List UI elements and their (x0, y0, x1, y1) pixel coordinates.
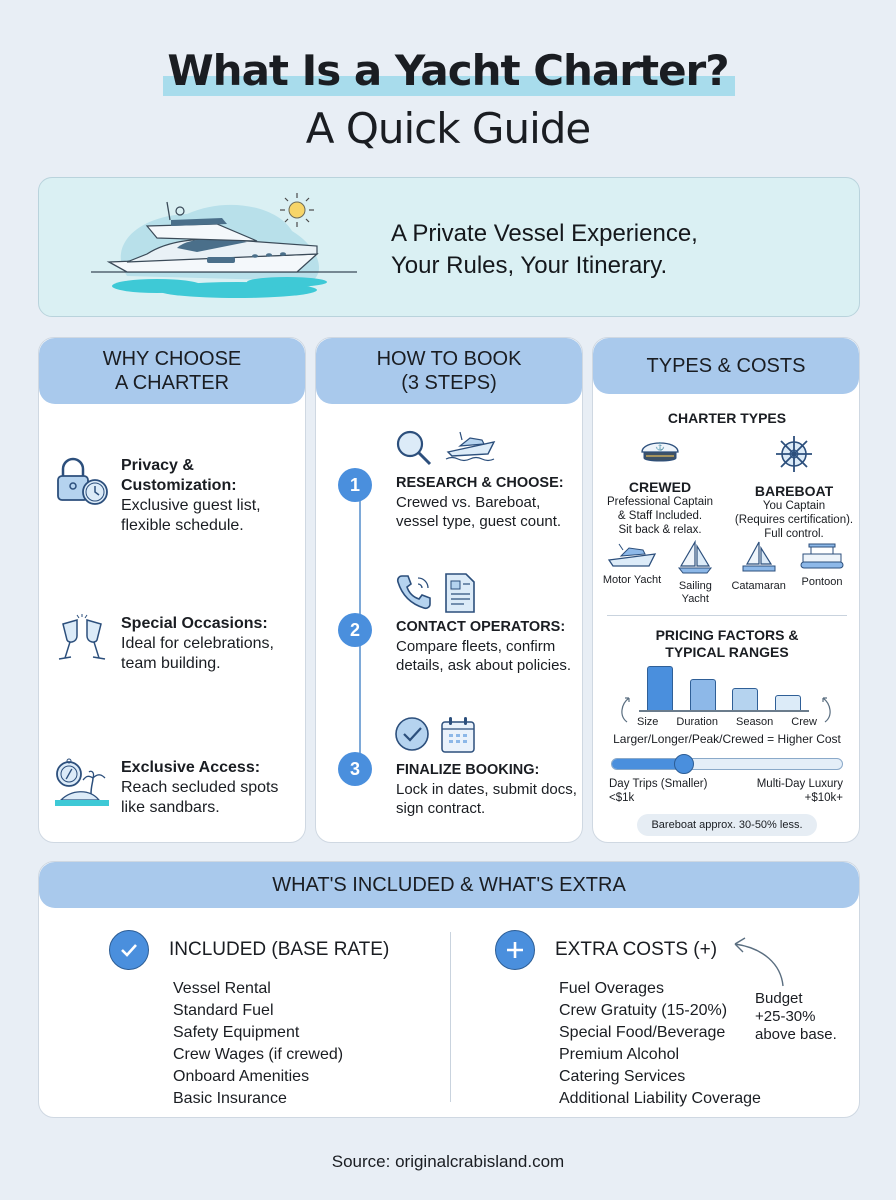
phone-icon (396, 575, 431, 610)
types-costs-header: TYPES & COSTS (593, 338, 859, 394)
why-item-privacy: Privacy & Customization: Exclusive guest… (55, 456, 301, 536)
lock-clock-icon (57, 457, 108, 505)
boat-icon (445, 431, 496, 462)
vessel-sailing-yacht: Sailing Yacht (664, 539, 726, 606)
included-list: Vessel Rental Standard Fuel Safety Equip… (173, 980, 344, 1107)
access-desc: Reach secluded spots like sandbars. (121, 779, 279, 816)
vessel-catamaran: Catamaran (728, 540, 790, 606)
yacht-icon (91, 201, 357, 298)
pricing-heading: PRICING FACTORS & TYPICAL RANGES (655, 627, 799, 660)
svg-text:⚓: ⚓ (655, 441, 665, 451)
title-line2: A Quick Guide (305, 104, 592, 153)
type-bareboat: BAREBOAT You Captain (Requires certifica… (727, 434, 859, 541)
curved-arrow-right-icon (822, 697, 831, 723)
included-column: INCLUDED (BASE RATE) Vessel Rental Stand… (109, 930, 389, 1110)
sailboat-icon (678, 539, 713, 574)
vessel-types: Motor Yacht Sailing Yacht Catamaran Pont… (601, 539, 853, 606)
hero-banner: A Private Vessel Experience, Your Rules,… (38, 177, 860, 317)
check-icon (395, 717, 429, 751)
vessel-motor-yacht: Motor Yacht (601, 540, 663, 606)
pricing-bar-chart (639, 666, 809, 712)
column-divider (450, 932, 451, 1102)
how-to-book-header: HOW TO BOOK(3 STEPS) (316, 338, 582, 404)
ship-wheel-icon (776, 436, 812, 472)
curved-arrow-left-icon (621, 697, 630, 723)
plus-icon (495, 930, 535, 970)
bareboat-note: Bareboat approx. 30-50% less. (637, 814, 817, 836)
types-costs-panel: TYPES & COSTS CHARTER TYPES ⚓ CREWED Pre… (592, 337, 860, 843)
budget-note: Budget +25-30% above base. (755, 990, 837, 1043)
compass-island-icon (55, 758, 109, 806)
pontoon-icon (800, 543, 844, 569)
extra-title: EXTRA COSTS (+) (555, 939, 718, 960)
catamaran-icon (742, 541, 776, 572)
title-line1: What Is a Yacht Charter? (163, 40, 735, 102)
captain-hat-icon: ⚓ (641, 441, 679, 462)
document-icon (445, 573, 475, 613)
included-extra-panel: WHAT'S INCLUDED & WHAT'S EXTRA INCLUDED … (38, 861, 860, 1118)
step-number-1: 1 (338, 468, 372, 502)
vessel-pontoon: Pontoon (791, 540, 853, 606)
checkmark-icon (109, 930, 149, 970)
step-number-3: 3 (338, 752, 372, 786)
pricing-note: Larger/Longer/Peak/Crewed = Higher Cost (613, 732, 841, 746)
charter-types: ⚓ CREWED Prefessional Captain & Staff In… (593, 434, 859, 541)
included-title: INCLUDED (BASE RATE) (169, 939, 390, 960)
charter-types-heading: CHARTER TYPES (667, 410, 787, 426)
how-to-book-panel: HOW TO BOOK(3 STEPS) 1 RESEARCH & CHOOSE… (315, 337, 583, 843)
curved-arrow-icon (734, 937, 784, 987)
extra-column: EXTRA COSTS (+) Fuel Overages Crew Gratu… (495, 930, 761, 1110)
range-high: Multi-Day Luxury +$10k+ (756, 778, 843, 804)
slider-knob (674, 754, 694, 774)
page-title: What Is a Yacht Charter? A Quick Guide (0, 40, 896, 156)
step-number-2: 2 (338, 613, 372, 647)
price-range-slider (611, 754, 843, 774)
tagline-line1: A Private Vessel Experience, (391, 220, 698, 247)
type-crewed: ⚓ CREWED Prefessional Captain & Staff In… (593, 434, 727, 541)
extra-list: Fuel Overages Crew Gratuity (15-20%) Spe… (559, 980, 761, 1107)
occasions-desc: Ideal for celebrations, team building. (121, 635, 274, 672)
search-icon (396, 430, 432, 466)
bar-season (732, 688, 759, 710)
calendar-icon (441, 717, 475, 753)
champagne-toast-icon (58, 614, 106, 660)
bar-labels: Size Duration Season Crew (637, 716, 817, 728)
tagline-line2: Your Rules, Your Itinerary. (391, 252, 668, 279)
sun-icon (280, 193, 314, 227)
motor-yacht-icon (607, 543, 657, 567)
bar-size (647, 666, 674, 710)
hero-tagline: A Private Vessel Experience, Your Rules,… (391, 218, 698, 282)
why-item-access: Exclusive Access: Reach secluded spots l… (55, 758, 301, 818)
bar-crew (774, 695, 801, 710)
section-divider (607, 615, 847, 616)
range-low: Day Trips (Smaller) <$1k (609, 778, 708, 804)
source-credit: Source: originalcrabisland.com (331, 1152, 565, 1171)
included-extra-header: WHAT'S INCLUDED & WHAT'S EXTRA (39, 862, 859, 908)
why-item-occasions: Special Occasions: Ideal for celebration… (55, 614, 301, 674)
bar-duration (689, 679, 716, 710)
privacy-desc: Exclusive guest list, flexible schedule. (121, 497, 261, 534)
